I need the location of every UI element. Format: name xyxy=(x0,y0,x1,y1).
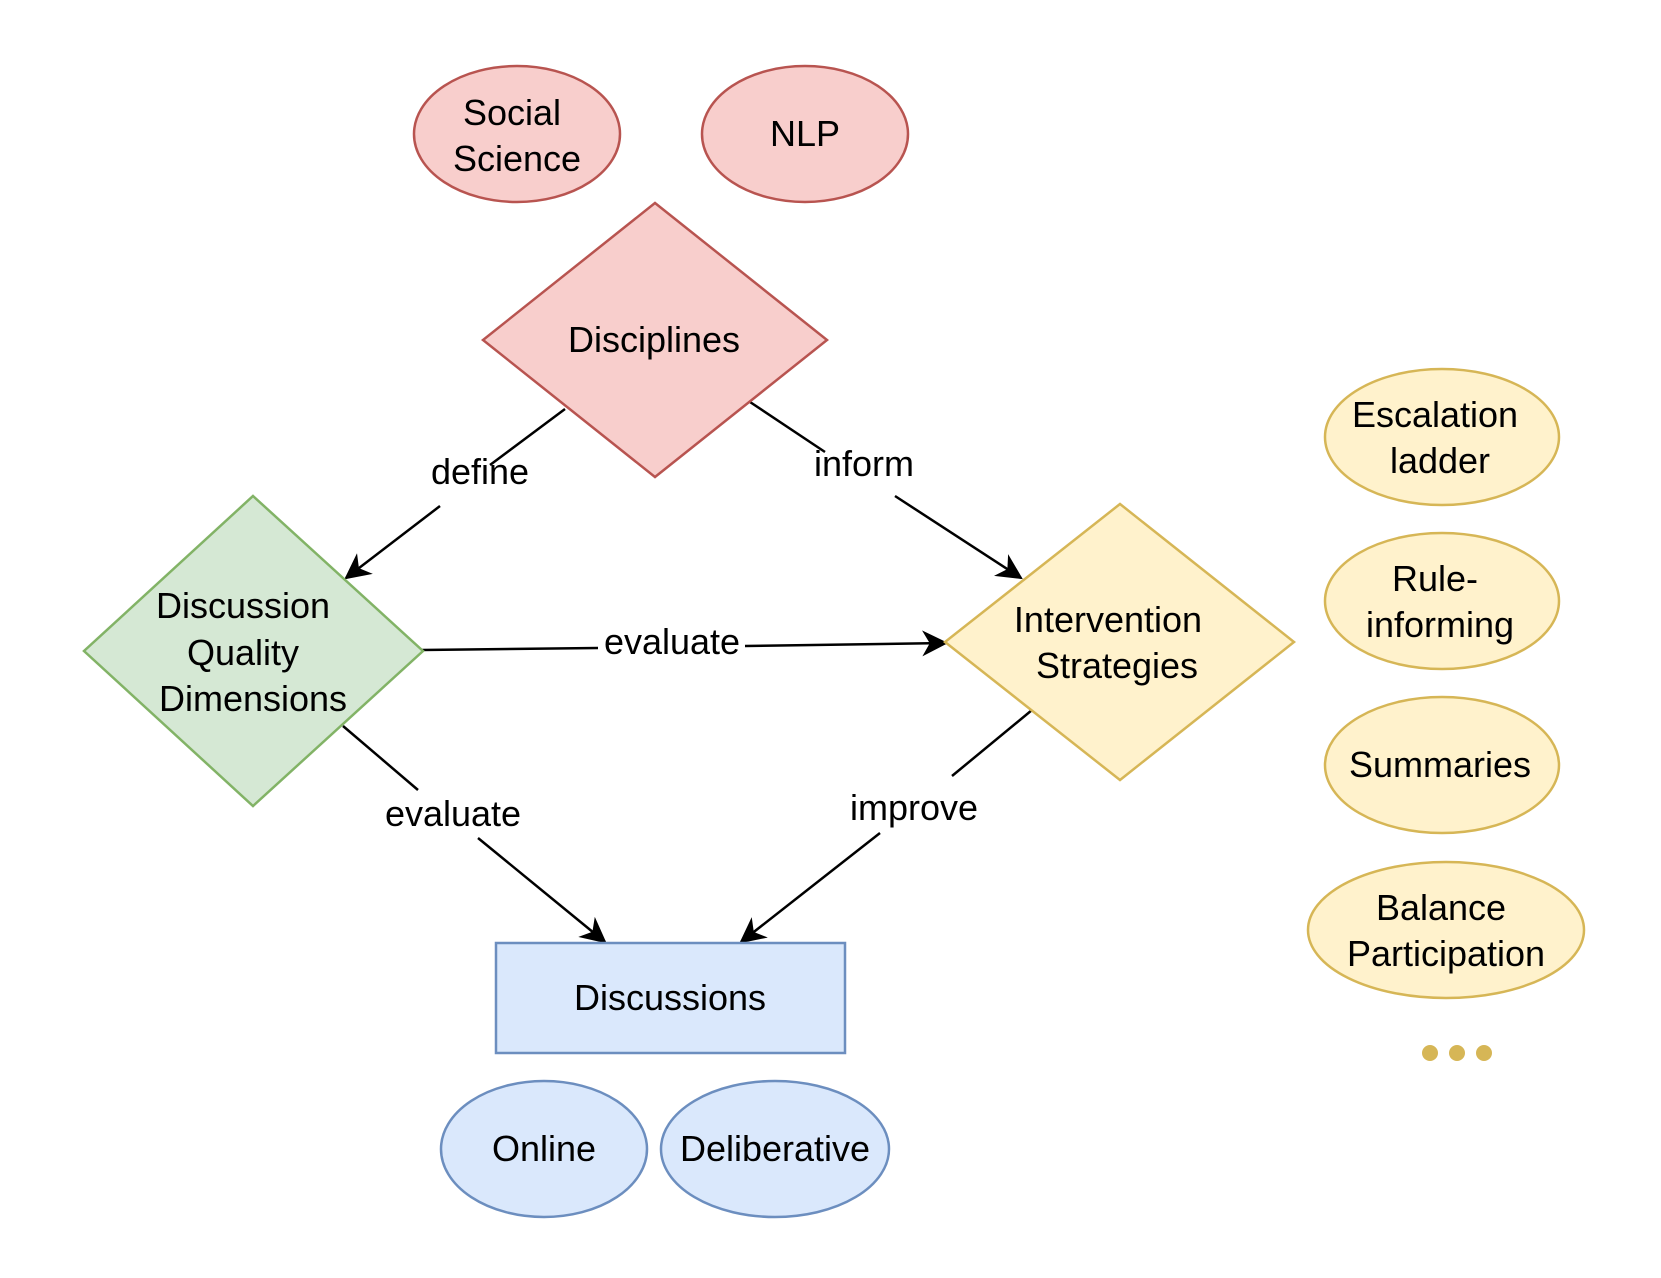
node-text-line: ladder xyxy=(1390,440,1490,481)
edge-label-define: define xyxy=(431,451,529,492)
intervention-example-rule-informing: Rule- informing xyxy=(1323,531,1561,671)
disciplines-node: Disciplines xyxy=(480,201,830,479)
edge-label-improve: improve xyxy=(850,787,978,828)
discussion-example-online: Online xyxy=(439,1079,649,1219)
discussion-example-deliberative: Deliberative xyxy=(659,1079,891,1219)
edge-evaluate-discussions: evaluate xyxy=(342,725,607,944)
discussions-node: Discussions xyxy=(494,941,847,1055)
node-text-line: Social xyxy=(463,92,561,133)
intervention-example-balance-participation: Balance Participation xyxy=(1306,860,1586,1000)
edge-inform: inform xyxy=(749,400,1023,580)
svg-text:Disciplines: Disciplines xyxy=(568,319,740,360)
svg-text:Discussions: Discussions xyxy=(574,977,766,1018)
svg-text:Deliberative: Deliberative xyxy=(680,1128,870,1169)
svg-text:Discussion Quality: Discussion Quality Dimensions xyxy=(156,585,347,719)
svg-text:Summaries: Summaries xyxy=(1349,744,1531,785)
node-text-line: Escalation xyxy=(1352,394,1518,435)
svg-text:Intervention Strategies: Intervention Strategies xyxy=(1014,599,1212,686)
node-text-line: Disciplines xyxy=(568,319,740,360)
node-text-line: informing xyxy=(1366,604,1514,645)
node-text-line: Online xyxy=(492,1128,596,1169)
quality-dimensions-node: Discussion Quality Dimensions xyxy=(82,494,425,808)
node-text-line: Intervention xyxy=(1014,599,1202,640)
node-text-line: Deliberative xyxy=(680,1128,870,1169)
ellipsis-icon xyxy=(1422,1045,1492,1061)
intervention-strategies-node: Intervention Strategies xyxy=(942,502,1297,782)
discipline-example-social-science: Social Science xyxy=(412,64,622,204)
node-text-line: Strategies xyxy=(1036,645,1198,686)
discipline-example-nlp: NLP xyxy=(700,64,910,204)
node-text-line: Participation xyxy=(1347,933,1545,974)
intervention-example-escalation-ladder: Escalation ladder xyxy=(1323,367,1561,507)
edge-label-inform: inform xyxy=(814,443,914,484)
edge-label-evaluate-discussions: evaluate xyxy=(385,793,521,834)
node-text-line: Rule- xyxy=(1392,558,1478,599)
node-text-line: Discussions xyxy=(574,977,766,1018)
edge-define: define xyxy=(344,407,566,580)
edge-improve: improve xyxy=(739,709,1033,944)
edge-label-evaluate-strategies: evaluate xyxy=(604,621,740,662)
svg-text:Escalation ladder: Escalation ladder xyxy=(1352,394,1528,481)
node-text-line: Discussion xyxy=(156,585,330,626)
svg-text:Balance Participation: Balance Participation xyxy=(1347,887,1545,974)
intervention-example-summaries: Summaries xyxy=(1323,695,1561,835)
node-text-line: Balance xyxy=(1376,887,1506,928)
edge-evaluate-strategies: evaluate xyxy=(421,621,949,662)
node-text-line: Summaries xyxy=(1349,744,1531,785)
node-text-line: Dimensions xyxy=(159,678,347,719)
svg-text:Online: Online xyxy=(492,1128,596,1169)
node-text-line: Science xyxy=(453,138,581,179)
svg-text:Social Science: Social Science xyxy=(453,92,581,179)
svg-text:NLP: NLP xyxy=(770,113,840,154)
svg-text:Rule- informing: Rule- informing xyxy=(1366,558,1514,645)
node-text-line: NLP xyxy=(770,113,840,154)
node-text-line: Quality xyxy=(187,632,299,673)
